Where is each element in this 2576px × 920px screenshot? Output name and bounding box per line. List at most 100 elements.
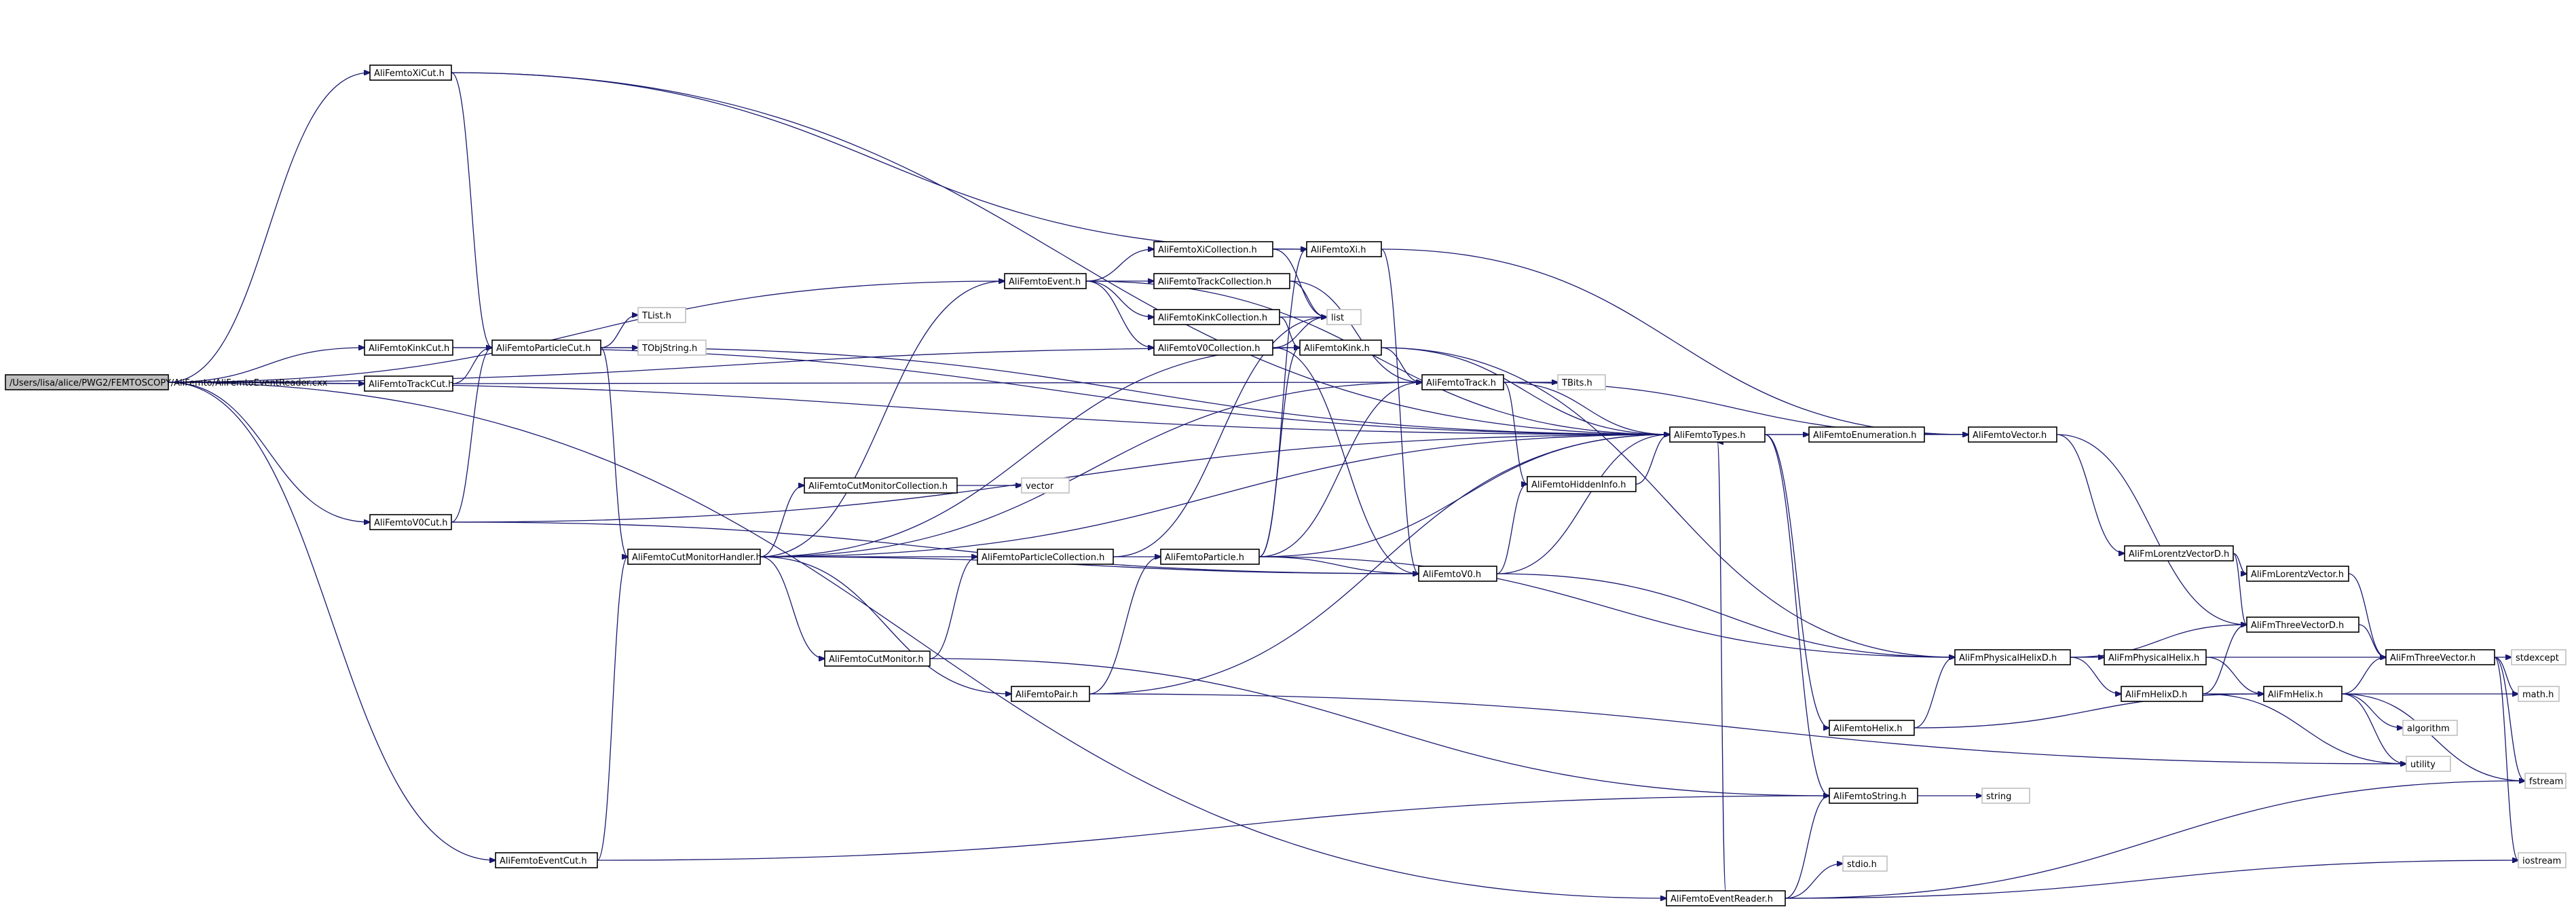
node-v0[interactable]: AliFemtoV0.h [1418,566,1497,582]
edge-kink-to-types [1381,347,1670,435]
node-box [1153,339,1273,356]
node-label: fstream [2529,777,2563,787]
edge-pcut-to-tlist [600,315,638,348]
edge-tv-to-fstream [2494,657,2525,781]
edge-v0cut-to-v0 [451,521,1419,574]
node-pair[interactable]: AliFemtoPair.h [1011,686,1090,702]
node-root[interactable]: /Users/lisa/alice/PWG2/FEMTOSCOPY/AliFem… [5,374,328,390]
edge-reader-to-types [1717,442,1727,891]
node-cmc[interactable]: AliFemtoCutMonitorCollection.h [804,477,958,494]
edge-event-to-kinkcoll [1085,280,1154,317]
node-label: AliFmPhysicalHelixD.h [1959,653,2057,663]
node-box [491,339,601,356]
node-box [2104,649,2207,665]
node-xicut[interactable]: AliFemtoXiCut.h [369,65,452,81]
edge-cmh-to-track [760,382,1422,557]
edge-kink-to-phd [1381,347,1955,657]
node-pcut[interactable]: AliFemtoParticleCut.h [491,339,601,356]
edge-cmh-to-cm [760,556,825,659]
node-label: AliFemtoParticleCollection.h [982,553,1104,563]
node-xicoll[interactable]: AliFemtoXiCollection.h [1153,241,1273,257]
node-label: AliFmHelixD.h [2125,690,2187,700]
node-eventcut[interactable]: AliFemtoEventCut.h [495,852,598,868]
node-label: AliFemtoEventReader.h [1670,894,1773,904]
node-femhelix[interactable]: AliFemtoHelix.h [1829,720,1915,736]
node-box [1418,566,1497,582]
node-box [1011,686,1090,702]
node-lv[interactable]: AliFmLorentzVector.h [2246,566,2349,582]
edge-femhelix-to-helix [1914,694,2264,729]
node-label: vector [1026,481,1054,492]
node-lvd[interactable]: AliFmLorentzVectorD.h [2124,545,2234,562]
node-kink[interactable]: AliFemtoKink.h [1299,339,1382,356]
edge-helix-to-algorithm [2341,693,2403,728]
node-box [1666,890,1786,906]
node-enum[interactable]: AliFemtoEnumeration.h [1808,426,1925,443]
edge-eventcut-to-fstring [597,796,1829,861]
node-tv[interactable]: AliFmThreeVector.h [2385,649,2495,665]
node-box [2524,773,2566,789]
file-nodes: /Users/lisa/alice/PWG2/FEMTOSCOPY/AliFem… [5,65,2566,906]
edge-helix-to-utility [2341,693,2406,764]
node-label: AliFemtoV0Cut.h [374,518,448,528]
node-v0coll[interactable]: AliFemtoV0Collection.h [1153,339,1273,356]
node-algorithm: algorithm [2402,720,2458,736]
node-trackcut[interactable]: AliFemtoTrackCut.h [364,375,453,392]
node-reader[interactable]: AliFemtoEventReader.h [1666,890,1786,906]
edge-root-to-kink [168,348,1300,383]
node-box [1153,273,1290,289]
node-label: AliFmThreeVector.h [2390,653,2476,663]
edge-pair-to-utility [1089,693,2406,764]
edge-xi-to-fvector [1381,249,1968,435]
node-kinkcut[interactable]: AliFemtoKinkCut.h [364,339,453,356]
edge-v0-to-hidden [1496,484,1527,574]
node-tvd[interactable]: AliFmThreeVectorD.h [2246,617,2359,633]
node-phd[interactable]: AliFmPhysicalHelixD.h [1954,649,2071,665]
node-tlist: TList.h [637,307,686,323]
node-pcoll[interactable]: AliFemtoParticleCollection.h [977,549,1114,565]
node-kinkcoll[interactable]: AliFemtoKinkCollection.h [1153,309,1280,325]
node-label: /Users/lisa/alice/PWG2/FEMTOSCOPY/AliFem… [10,378,328,388]
node-box [977,549,1114,565]
node-label: AliFmPhysicalHelix.h [2108,653,2199,663]
edge-event-to-v0coll [1085,280,1154,348]
node-ph[interactable]: AliFmPhysicalHelix.h [2104,649,2207,665]
node-track[interactable]: AliFemtoTrack.h [1421,374,1504,390]
node-event[interactable]: AliFemtoEvent.h [1004,273,1087,289]
node-label: AliFemtoKinkCut.h [369,344,449,354]
node-label: AliFemtoCutMonitorCollection.h [808,481,948,492]
node-trackcoll[interactable]: AliFemtoTrackCollection.h [1153,273,1290,289]
node-box [804,477,958,494]
node-fstring[interactable]: AliFemtoString.h [1829,788,1918,804]
node-label: AliFemtoHiddenInfo.h [1531,480,1626,490]
node-box [364,375,453,392]
node-box [1527,476,1637,492]
node-helix[interactable]: AliFmHelix.h [2263,686,2342,702]
node-box [2121,686,2203,702]
edge-tv-to-iostream [2494,657,2518,860]
node-cmh[interactable]: AliFemtoCutMonitorHandler.h [627,549,762,565]
node-box [637,307,686,323]
edge-root-to-kinkcut [168,348,365,383]
node-types[interactable]: AliFemtoTypes.h [1669,426,1766,443]
node-box [2402,720,2458,736]
node-box [2124,545,2234,562]
edge-v0coll-to-list [1272,317,1327,348]
node-v0cut[interactable]: AliFemtoV0Cut.h [369,514,452,530]
node-fvector[interactable]: AliFemtoVector.h [1968,426,2057,443]
node-utility: utility [2406,756,2451,772]
edge-v0-to-types [1496,435,1670,574]
node-label: list [1331,313,1344,323]
node-cm[interactable]: AliFemtoCutMonitor.h [824,650,931,667]
node-hidden[interactable]: AliFemtoHiddenInfo.h [1527,476,1637,492]
node-hd[interactable]: AliFmHelixD.h [2121,686,2203,702]
edge-event-to-types [1085,280,1670,435]
node-vector: vector [1021,477,1070,494]
node-particle[interactable]: AliFemtoParticle.h [1160,549,1260,565]
node-label: AliFemtoEvent.h [1009,277,1081,287]
node-label: AliFemtoTrackCollection.h [1158,277,1271,287]
node-box [1842,855,1888,872]
edge-cmh-to-types [760,435,1670,557]
node-xi[interactable]: AliFemtoXi.h [1306,241,1382,257]
edge-v0coll-to-v0 [1272,347,1419,574]
